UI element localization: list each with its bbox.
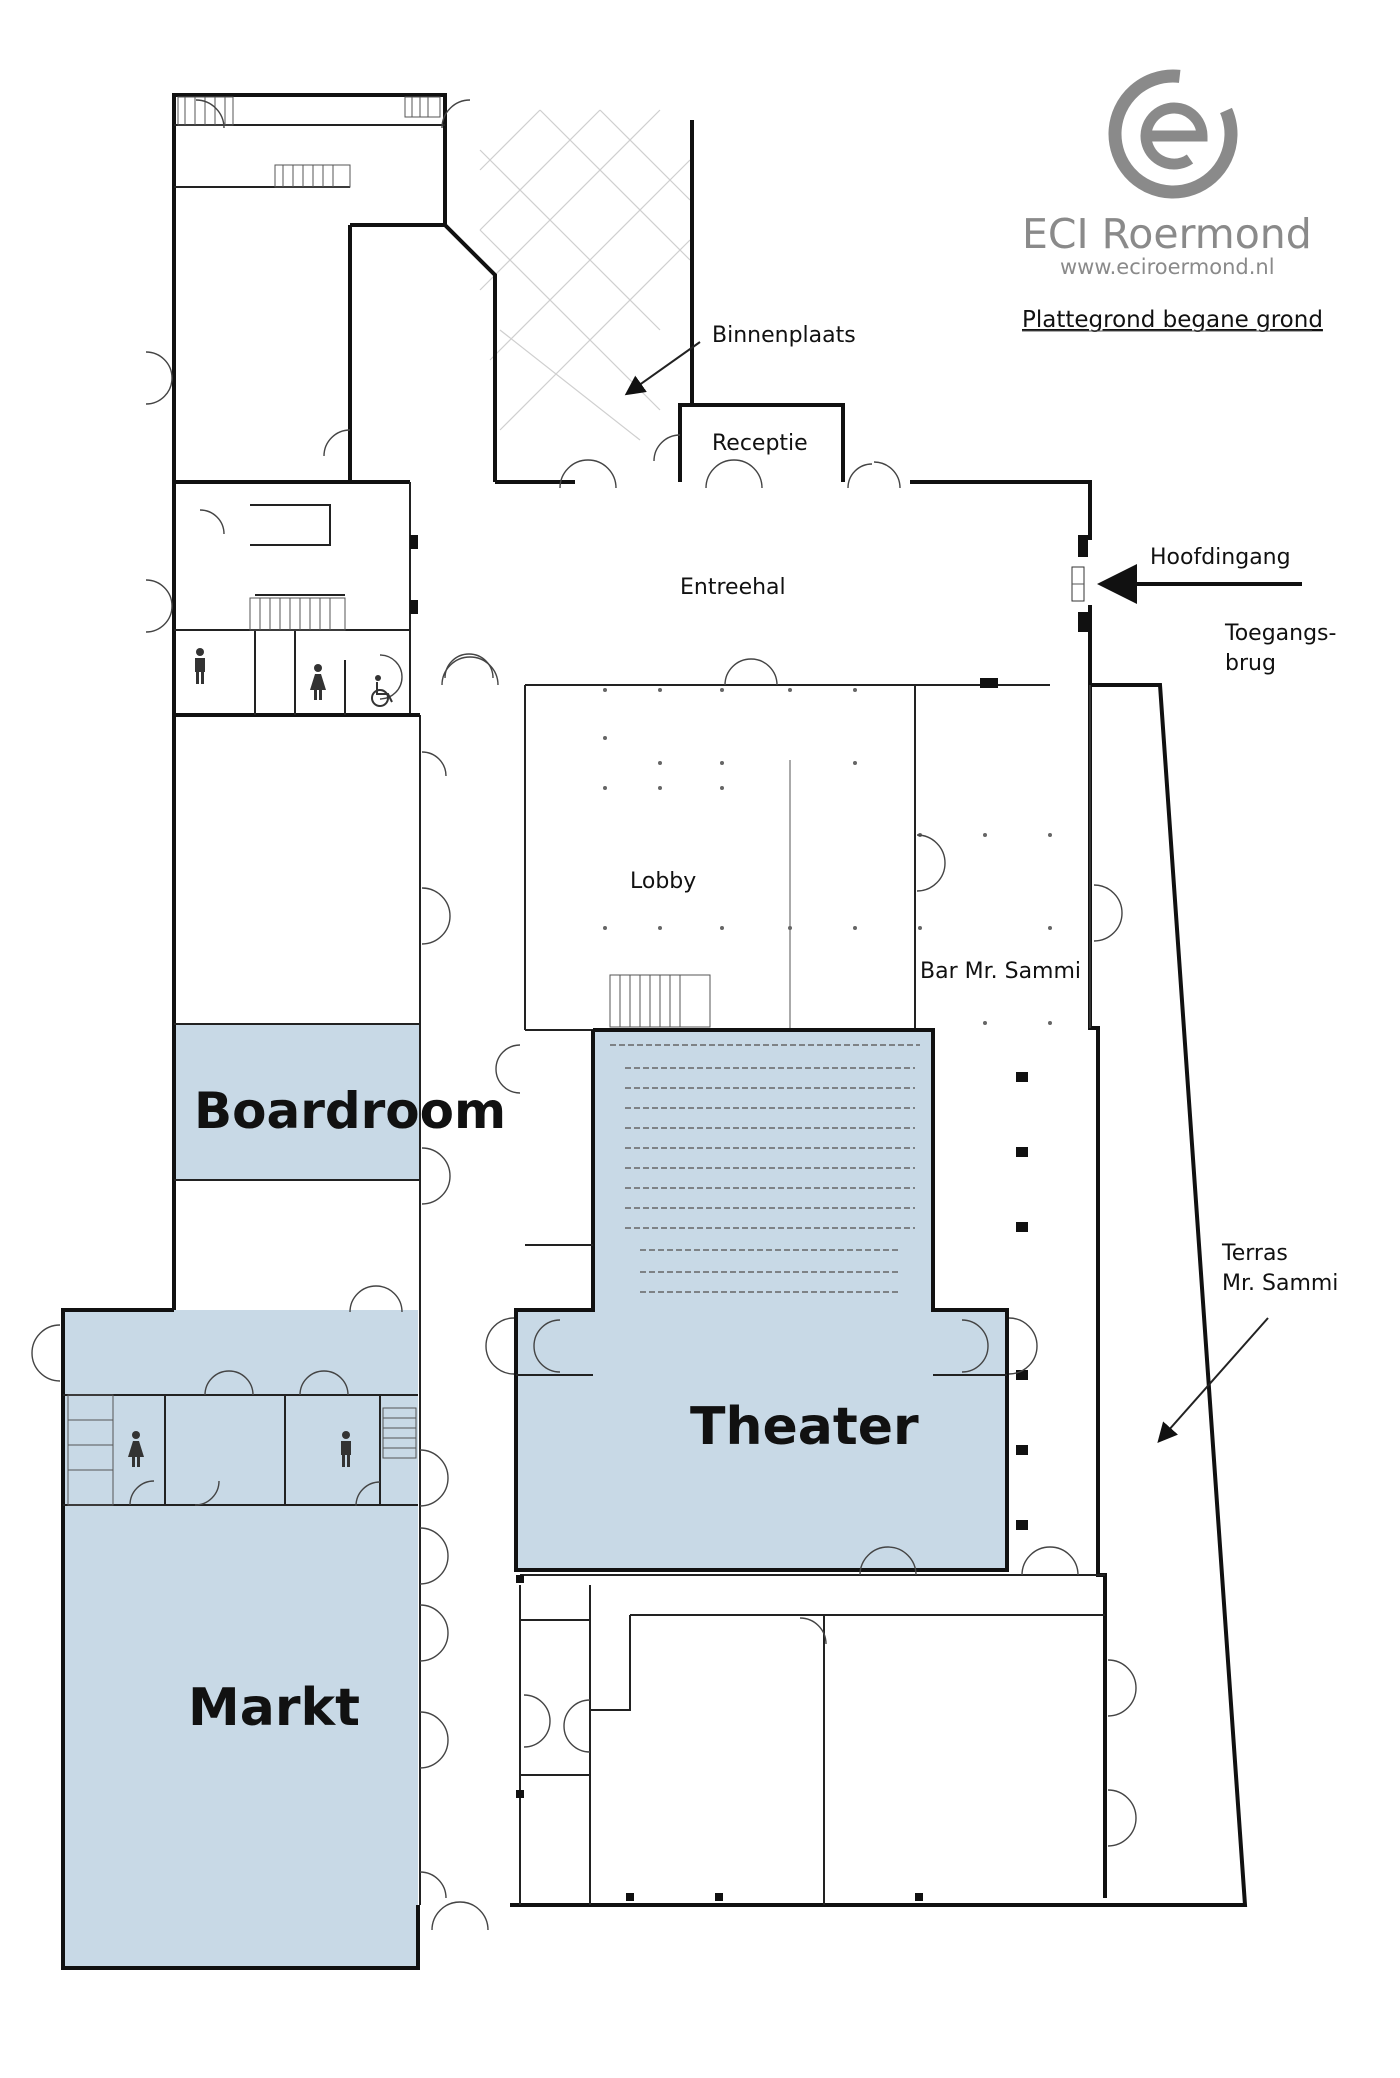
stair-markt	[382, 1407, 417, 1459]
arrows	[624, 341, 1302, 1443]
label-toegangsbrug-1: Toegangs-	[1224, 621, 1336, 646]
label-hoofdingang: Hoofdingang	[1150, 545, 1291, 570]
label-receptie: Receptie	[712, 431, 808, 456]
logo-e-icon	[1140, 102, 1208, 170]
binnenplaats-hatch	[479, 109, 691, 441]
female-restroom-icon	[310, 664, 326, 700]
logo-ring-icon	[1108, 69, 1238, 199]
female-restroom-icon	[128, 1431, 144, 1467]
male-restroom-icon	[195, 648, 205, 684]
brand-name: ECI Roermond	[1022, 210, 1312, 258]
label-toegangsbrug-2: brug	[1225, 651, 1276, 676]
stair-top-left	[177, 96, 234, 126]
arrow-icon	[624, 341, 701, 396]
label-lobby: Lobby	[630, 869, 696, 894]
main-entrance-doors	[1071, 566, 1085, 602]
label-binnenplaats: Binnenplaats	[712, 323, 856, 348]
boardroom-room[interactable]	[174, 1024, 420, 1180]
markt-room[interactable]	[63, 1310, 418, 1968]
doors	[31, 99, 1137, 1931]
highlighted-rooms	[63, 1024, 1007, 1968]
restroom-icons	[128, 648, 393, 1467]
label-terras-1: Terras	[1221, 1241, 1288, 1266]
eci-logo	[1108, 69, 1238, 199]
wheelchair-icon	[371, 675, 393, 707]
brand-url: www.eciroermond.nl	[1060, 255, 1275, 279]
theater-room-upper[interactable]	[593, 1030, 933, 1315]
stairs	[67, 96, 711, 1506]
label-entreehal: Entreehal	[680, 575, 786, 600]
stair-upper-block	[274, 164, 351, 188]
label-boardroom: Boardroom	[194, 1082, 506, 1140]
label-bar: Bar Mr. Sammi	[920, 959, 1081, 984]
plan-subtitle: Plattegrond begane grond	[1022, 307, 1323, 333]
theater-room-lower[interactable]	[516, 1310, 1007, 1570]
arrow-icon	[1157, 1317, 1269, 1443]
stair-entrance-block	[249, 597, 346, 631]
male-restroom-icon	[341, 1431, 351, 1467]
theater-seating	[610, 1044, 920, 1293]
columns	[410, 535, 1088, 1901]
label-theater: Theater	[690, 1397, 919, 1457]
stair-lobby	[609, 974, 711, 1028]
label-terras-2: Mr. Sammi	[1222, 1271, 1338, 1296]
stair-markt-west	[67, 1394, 114, 1506]
stair-top-right	[404, 96, 441, 118]
labels: ECI Roermond www.eciroermond.nl Plattegr…	[188, 210, 1338, 1738]
label-markt: Markt	[188, 1678, 360, 1738]
